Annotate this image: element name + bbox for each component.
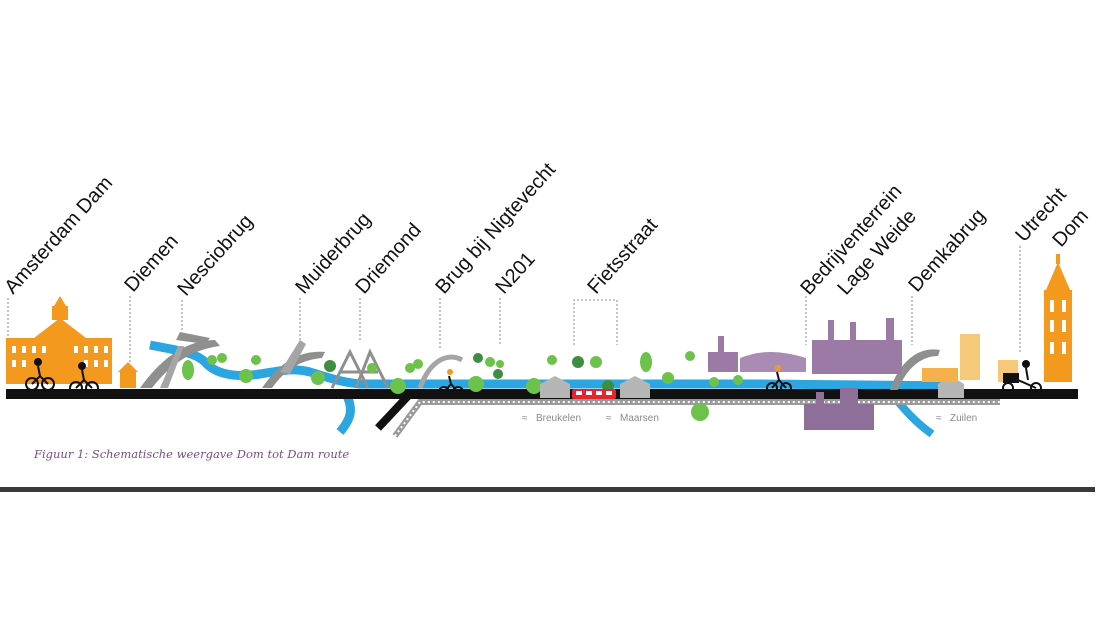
bridge-icon <box>140 332 220 388</box>
leader-lines <box>7 246 1021 366</box>
station-icon <box>540 376 964 398</box>
label-n201: N201 <box>491 248 539 298</box>
house-icon <box>118 362 138 388</box>
station-zuilen: ≈ Zuilen <box>936 413 977 424</box>
label-amsterdam-dam: Amsterdam Dam <box>0 172 117 298</box>
svg-text:≈: ≈ <box>936 413 942 424</box>
station-label: Breukelen <box>536 413 581 424</box>
cyclist-icon <box>25 358 99 395</box>
palace-icon <box>6 296 112 384</box>
factory-icon <box>708 318 902 430</box>
bridge-icon <box>262 340 325 388</box>
station-label: Maarsen <box>620 413 659 424</box>
svg-text:≈: ≈ <box>522 413 528 424</box>
station-label: Zuilen <box>950 413 977 424</box>
tree-icon <box>182 351 743 421</box>
station-maarsen: ≈ Maarsen <box>606 413 659 424</box>
cyclist-icon <box>1002 360 1042 394</box>
dom-tower-icon <box>1044 254 1072 382</box>
bridge-icon <box>890 349 940 390</box>
svg-text:≈: ≈ <box>606 413 612 424</box>
cyclist-icon <box>766 365 792 394</box>
train-icon <box>572 389 616 399</box>
figure-caption: Figuur 1: Schematische weergave Dom tot … <box>34 447 350 461</box>
rail-track <box>392 399 1000 438</box>
cyclist-icon <box>438 369 464 398</box>
bottom-divider <box>0 487 1095 492</box>
label-nesciobrug: Nesciobrug <box>173 210 257 300</box>
label-fietsstraat: Fietsstraat <box>583 214 662 298</box>
bridge-icon <box>417 354 464 389</box>
station-breukelen: ≈ Breukelen <box>522 413 581 424</box>
